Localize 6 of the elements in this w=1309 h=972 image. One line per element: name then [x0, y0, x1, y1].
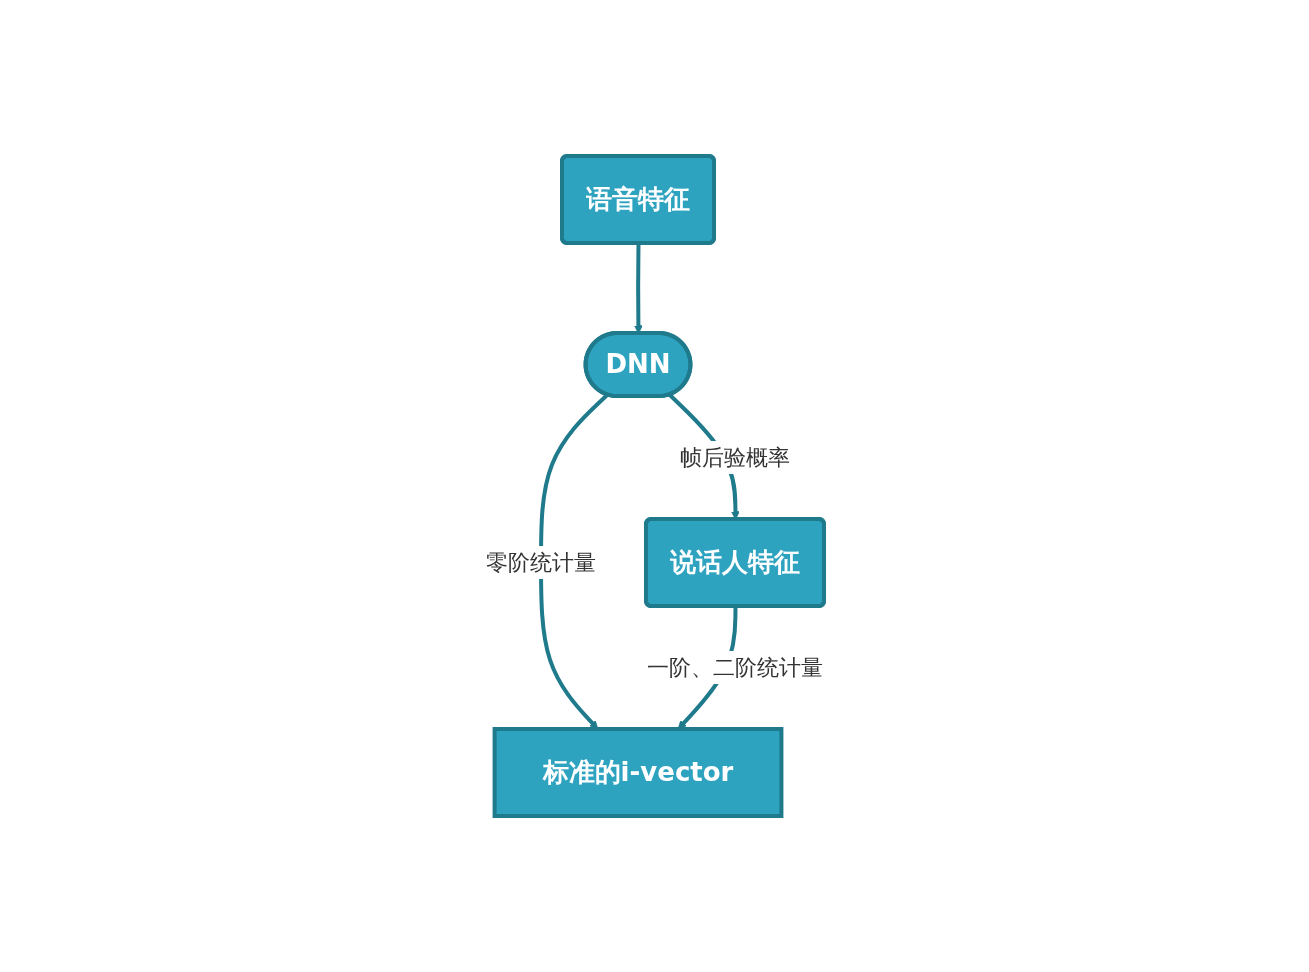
node-box: 标准的i-vector [492, 727, 783, 818]
arrow [633, 243, 643, 334]
arrow [538, 393, 609, 730]
edge-label: 零阶统计量 [485, 550, 596, 575]
edge-label: 帧后验概率 [679, 445, 790, 470]
edge-label: 一阶、二阶统计量 [646, 655, 823, 680]
